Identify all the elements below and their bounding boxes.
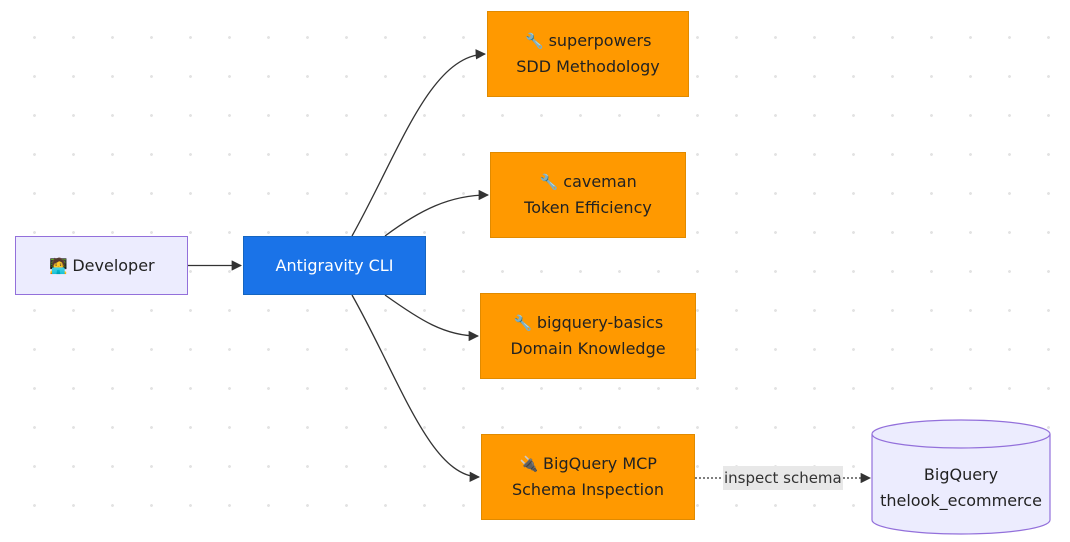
wrench-icon: 🔧 bbox=[525, 32, 544, 50]
caveman-subtitle: Token Efficiency bbox=[524, 198, 652, 217]
developer-icon: 🧑‍💻 bbox=[49, 256, 68, 275]
bigquery-db-subtitle: thelook_ecommerce bbox=[880, 491, 1042, 510]
antigravity-cli-node: Antigravity CLI bbox=[243, 236, 426, 295]
edge-cli-caveman bbox=[384, 189, 490, 237]
bigquery-basics-subtitle: Domain Knowledge bbox=[510, 339, 666, 358]
bigquery-mcp-node: 🔌BigQuery MCP Schema Inspection bbox=[481, 434, 695, 520]
superpowers-title: superpowers bbox=[548, 31, 652, 50]
developer-label: Developer bbox=[72, 255, 155, 275]
edge-cli-bigquery-mcp bbox=[351, 294, 481, 482]
bigquery-basics-node: 🔧bigquery-basics Domain Knowledge bbox=[480, 293, 696, 379]
bigquery-db-title: BigQuery bbox=[923, 465, 999, 484]
plug-icon: 🔌 bbox=[519, 455, 539, 473]
edge-cli-superpowers bbox=[351, 49, 487, 237]
developer-node: 🧑‍💻Developer bbox=[15, 236, 188, 295]
bigquery-mcp-title: BigQuery MCP bbox=[543, 454, 657, 473]
superpowers-node: 🔧superpowers SDD Methodology bbox=[487, 11, 689, 97]
bigquery-basics-title: bigquery-basics bbox=[536, 313, 664, 332]
bigquery-db-cylinder bbox=[871, 419, 1051, 535]
bigquery-db-node: BigQuery thelook_ecommerce bbox=[872, 462, 1050, 514]
bigquery-mcp-subtitle: Schema Inspection bbox=[511, 480, 665, 499]
caveman-title: caveman bbox=[563, 172, 637, 191]
edge-cli-bigquery-basics bbox=[384, 294, 480, 342]
inspect-schema-edge-label: inspect schema bbox=[723, 466, 843, 490]
superpowers-subtitle: SDD Methodology bbox=[516, 57, 660, 76]
caveman-node: 🔧caveman Token Efficiency bbox=[490, 152, 686, 238]
wrench-icon: 🔧 bbox=[539, 173, 559, 191]
antigravity-cli-label: Antigravity CLI bbox=[275, 255, 394, 275]
wrench-icon: 🔧 bbox=[513, 314, 533, 332]
